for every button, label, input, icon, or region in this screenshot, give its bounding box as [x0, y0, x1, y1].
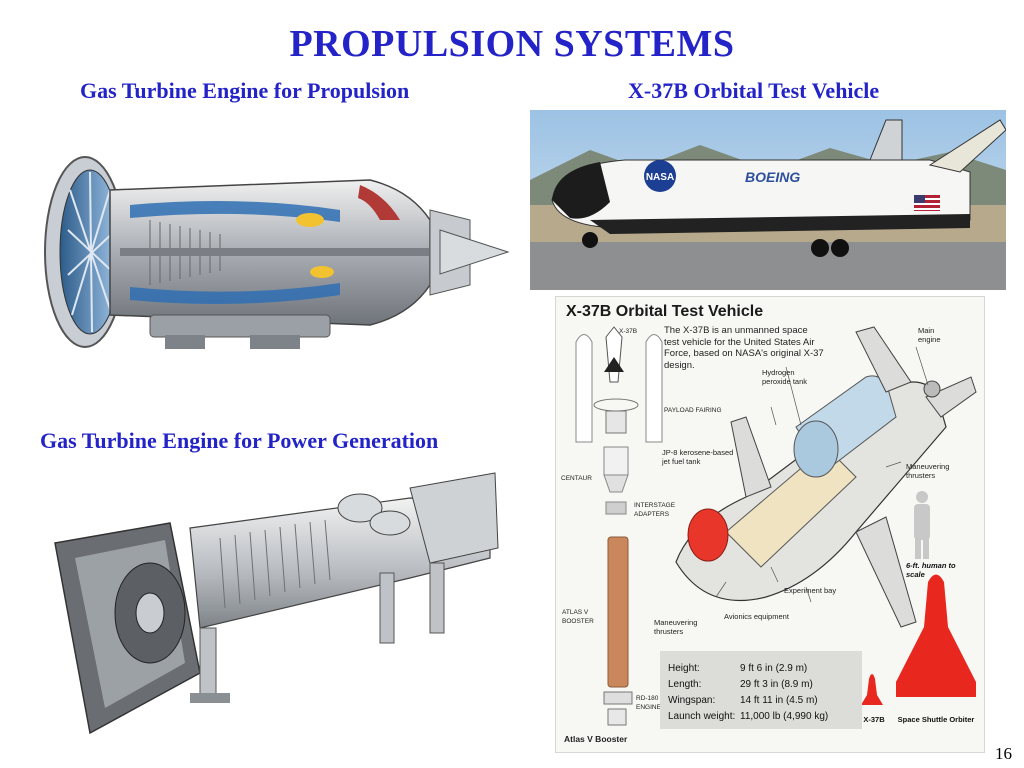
label-maneuvering-thrusters-right: Maneuvering thrusters — [906, 462, 950, 480]
x37b-infographic: X-37B Orbital Test Vehicle The X-37B is … — [555, 296, 985, 753]
label-payload-fairing: PAYLOAD FAIRING — [664, 407, 722, 414]
spec-height: Height:9 ft 6 in (2.9 m) — [668, 663, 808, 674]
spec-length: Length:29 ft 3 in (8.9 m) — [668, 679, 813, 690]
spec-wingspan: Wingspan:14 ft 11 in (4.5 m) — [668, 695, 818, 706]
label-hydrogen-peroxide-tank: Hydrogen peroxide tank — [762, 368, 808, 386]
page-number: 16 — [995, 744, 1012, 763]
spec-launch-weight: Launch weight:11,000 lb (4,990 kg) — [668, 711, 829, 722]
label-avionics-equipment: Avionics equipment — [724, 612, 789, 621]
label-rd180-engines: RD-180 ENGINES — [636, 695, 666, 711]
boeing-fuselage-text: BOEING — [745, 169, 800, 185]
power-turbine-illustration — [50, 468, 502, 746]
label-maneuvering-thrusters-left: Maneuvering thrusters — [654, 618, 698, 636]
specs-box: Height:9 ft 6 in (2.9 m) Length:29 ft 3 … — [660, 651, 862, 729]
infographic-title: X-37B Orbital Test Vehicle — [566, 303, 764, 320]
label-experiment-bay: Experiment bay — [784, 586, 837, 595]
label-x37b: X-37B — [619, 328, 638, 335]
infographic-description: The X-37B is an unmanned space test vehi… — [664, 325, 824, 371]
heading-gas-turbine-power: Gas Turbine Engine for Power Generation — [40, 428, 439, 453]
label-atlas-v-booster: ATLAS V BOOSTER — [562, 609, 594, 625]
label-jp8-fuel-tank: JP-8 kerosene-based jet fuel tank — [662, 448, 734, 466]
heading-x37b-vehicle: X-37B Orbital Test Vehicle — [628, 78, 880, 103]
nasa-logo: NASA — [646, 172, 674, 183]
label-scale-space-shuttle: Space Shuttle Orbiter — [897, 715, 975, 724]
label-main-engine: Main engine — [918, 326, 941, 344]
label-human-scale: 6-ft. human to scale — [906, 561, 956, 579]
slide-title: PROPULSION SYSTEMS — [289, 23, 735, 65]
label-scale-x37b: X-37B — [863, 715, 885, 724]
jet-engine-illustration — [40, 150, 510, 355]
label-interstage-adapters: INTERSTAGE ADAPTERS — [634, 502, 676, 518]
x37b-photo: NASA BOEING — [530, 110, 1006, 290]
label-centaur: CENTAUR — [561, 475, 592, 482]
label-atlas-v-booster-caption: Atlas V Booster — [564, 734, 628, 744]
heading-gas-turbine-propulsion: Gas Turbine Engine for Propulsion — [80, 78, 410, 103]
